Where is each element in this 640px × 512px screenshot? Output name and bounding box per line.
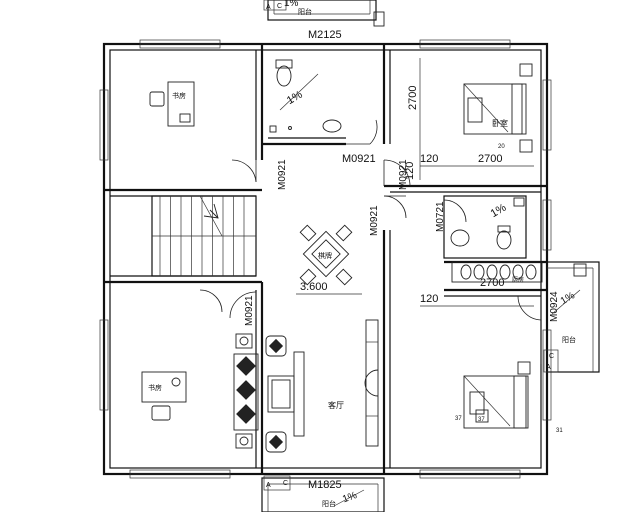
armchair-cushion [268,434,284,450]
num-37-a: 37 [455,416,462,422]
door-m0921-c: M0921 [398,159,409,190]
counter-basin [473,264,485,280]
mark-a-1: A [266,482,271,489]
balcony-bottom-label: 阳台 [322,499,336,508]
outer-walls [102,42,549,476]
door-m0924: M0924 [549,291,560,322]
balcony-right-label: 阳台 [562,335,576,344]
sofa-cushion [236,380,256,400]
slope-top: 1% [284,0,299,9]
study-top-label: 书房 [172,91,186,100]
counter-basin [499,264,511,280]
dim-120-c: 120 [420,293,438,305]
living-label: 客厅 [328,400,344,410]
door-m2125: M2125 [308,29,342,41]
kitchen-counter [451,261,543,283]
living-room-sofa-set: 客厅 [233,333,344,453]
bathroom-top-fixtures: 1% [269,59,342,133]
door-codes: M2125 M0921 M0921 M0921 M0921 M0921 M072… [244,29,560,491]
mark-a-3: A [266,4,271,11]
counter-basin [460,264,472,280]
mark-c-2: C [549,353,554,360]
counter-basin [486,264,498,280]
balcony-right [546,261,600,373]
bedroom-bottom-furniture: 37 37 [455,361,531,429]
dim-120-b: 120 [420,153,438,165]
mark-c-3: C [277,3,282,10]
study-bottom-label: 书房 [148,383,162,392]
door-m0721: M0721 [435,201,446,232]
armchair-cushion [268,338,284,354]
bathroom-right-fixtures: 1% [450,197,525,250]
windows [99,39,552,479]
dim-2700-horizontal-2: 2700 [480,277,504,289]
counter-basin [512,264,524,280]
bedroom-top-label: 卧室 [492,118,508,128]
door-m0921-e: M0921 [244,295,255,326]
door-m0921-d: M0921 [369,205,380,236]
chess-label: 棋牌 [318,251,332,260]
doors [199,119,542,364]
dim-3600: 3.600 [300,281,328,293]
bedroom-top-num: 20 [498,144,505,150]
staircase [151,195,257,277]
mark-c-1: C [283,480,288,487]
slope-top-bath: 1% [285,89,305,107]
room-labels: 阳台 阳台 阳台 厨房 [298,7,576,508]
dim-120-a: 120 [404,162,416,180]
balcony-top-label: 阳台 [298,7,312,16]
tv-cabinet [364,319,379,447]
kitchen-tag: 厨房 [512,276,524,284]
chess-table: 棋牌 [299,224,353,286]
num-31: 31 [556,428,563,434]
dimensions: 2700 120 120 2700 2700 120 3.600 [296,58,534,307]
sofa-cushion [236,404,256,424]
door-m0921-b: M0921 [277,159,288,190]
num-37-b: 37 [478,417,485,423]
sofa-cushion [236,356,256,376]
study-bottom-furniture: 书房 [141,371,187,421]
slope-right-bath: 1% [489,202,509,220]
study-top-furniture: 书房 [149,81,195,127]
balcony-bottom [261,477,385,512]
mark-a-2: A [546,364,551,371]
door-m1825: M1825 [308,479,342,491]
counter-basin [525,264,537,280]
dim-2700-horizontal: 2700 [478,153,502,165]
door-m0921-a: M0921 [342,153,376,165]
bedroom-top-furniture: 卧室 20 [463,63,533,153]
dim-2700-vertical: 2700 [407,86,419,110]
slope-right: 1% [559,290,577,307]
small-marks: 31 A C A C A C [263,0,563,491]
